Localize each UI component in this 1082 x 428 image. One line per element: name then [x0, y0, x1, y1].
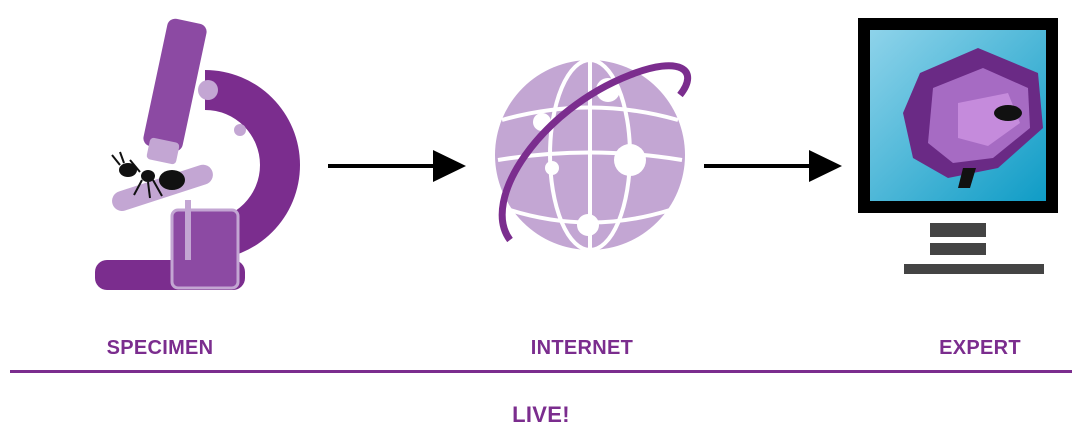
step-label-specimen: SPECIMEN	[106, 337, 214, 359]
step-label-expert: EXPERT	[939, 337, 1021, 359]
arrow-right-icon	[328, 150, 466, 182]
ant-icon	[111, 151, 185, 199]
microscope-icon	[95, 18, 300, 290]
arrow-right-icon	[704, 150, 842, 182]
step-label-internet: INTERNET	[530, 337, 634, 359]
insect-head-icon	[903, 48, 1043, 188]
monitor-icon	[858, 18, 1058, 274]
divider	[10, 370, 1072, 373]
globe-network-icon	[495, 58, 692, 252]
footer-label: LIVE!	[512, 402, 570, 427]
